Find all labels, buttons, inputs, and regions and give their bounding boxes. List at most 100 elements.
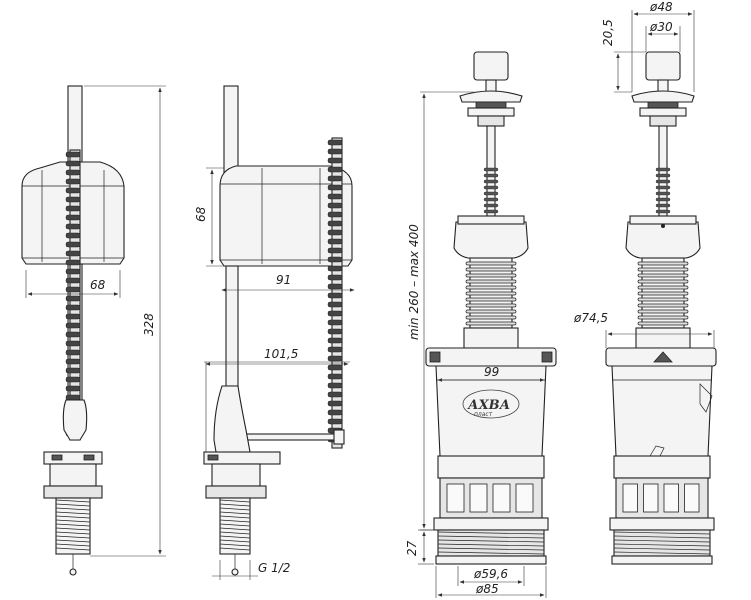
- thread-line: [219, 511, 251, 515]
- spring-coil: [483, 203, 499, 208]
- inlet-thread-label: G 1/2: [258, 561, 290, 575]
- chain-link: [65, 223, 81, 230]
- chain-link: [65, 286, 81, 293]
- chain-link: [65, 196, 81, 203]
- overall-height-label: 328: [142, 313, 156, 336]
- chain-link: [65, 304, 81, 311]
- thread-line: [219, 507, 251, 511]
- chain-link: [65, 268, 81, 275]
- thread-line: [613, 551, 711, 555]
- bellows-ring: [637, 279, 689, 284]
- chain-link: [65, 259, 81, 266]
- spring-coil: [655, 173, 671, 178]
- thread-line: [437, 543, 545, 547]
- flush-valve-side-view: ø48 ø30 20,5 ø74,5: [573, 0, 717, 565]
- outlet-length-label: 101,5: [264, 347, 298, 361]
- thread-line: [219, 535, 251, 539]
- spring-coil: [655, 209, 671, 214]
- spring-coil: [483, 209, 499, 214]
- thread-line: [613, 531, 711, 535]
- chain-link: [327, 355, 343, 362]
- thread-line: [55, 535, 91, 539]
- bellows-ring: [465, 267, 517, 272]
- chain-link: [65, 367, 81, 374]
- thread-line: [437, 551, 545, 555]
- thread-line: [219, 547, 251, 551]
- spring-coil: [483, 191, 499, 196]
- outlet-slot: [515, 483, 534, 513]
- chain-link: [327, 247, 343, 254]
- float-height-label: 68: [194, 206, 208, 222]
- thread-line: [55, 547, 91, 551]
- chain-link: [327, 211, 343, 218]
- button-outer-dia-label: ø48: [649, 0, 673, 14]
- chain-link: [327, 283, 343, 290]
- chain-link: [327, 175, 343, 182]
- chain-link: [327, 148, 343, 155]
- bellows-ring: [465, 321, 517, 326]
- arm-length-label: 91: [276, 273, 291, 287]
- thread-line: [219, 515, 251, 519]
- thread-line: [55, 527, 91, 531]
- thread-line: [55, 543, 91, 547]
- chain-link: [65, 250, 81, 257]
- thread-line: [219, 527, 251, 531]
- bellows-ring: [637, 297, 689, 302]
- chain-link: [327, 274, 343, 281]
- chain-link: [65, 205, 81, 212]
- bellows-ring: [637, 315, 689, 320]
- chain-link: [65, 385, 81, 392]
- thread-line: [613, 539, 711, 543]
- chain-link: [65, 169, 81, 176]
- chain-link: [327, 265, 343, 272]
- chain-link: [65, 295, 81, 302]
- thread-line: [219, 543, 251, 547]
- spring-coil: [655, 179, 671, 184]
- chain-link: [327, 238, 343, 245]
- outlet-slot: [643, 483, 659, 513]
- thread-line: [55, 511, 91, 515]
- thread-line: [55, 507, 91, 511]
- chain-link: [327, 409, 343, 416]
- chain-link: [327, 229, 343, 236]
- chain-link: [65, 313, 81, 320]
- bellows-ring: [465, 261, 517, 266]
- spring-coil: [655, 185, 671, 190]
- spring-coil: [483, 179, 499, 184]
- adjust-range-label: min 260 – max 400: [407, 224, 421, 340]
- chain-link: [327, 400, 343, 407]
- chain-link: [327, 364, 343, 371]
- thread-line: [219, 531, 251, 535]
- chain-link: [327, 193, 343, 200]
- thread-line: [219, 519, 251, 523]
- bellows-ring: [465, 279, 517, 284]
- chain-link: [327, 301, 343, 308]
- bellows-ring: [465, 285, 517, 290]
- chain-link: [65, 178, 81, 185]
- chain-link: [65, 358, 81, 365]
- spring-coil: [483, 197, 499, 202]
- chain-link: [65, 214, 81, 221]
- thread-line: [219, 539, 251, 543]
- outlet-slot: [492, 483, 511, 513]
- outlet-slot: [469, 483, 488, 513]
- bellows-ring: [637, 303, 689, 308]
- fill-valve-side-view: 68 91 101,5 G 1/2: [194, 85, 355, 580]
- thread-line: [613, 535, 711, 539]
- thread-outer-dia-label: ø85: [475, 582, 499, 596]
- float-width-label: 68: [90, 278, 106, 292]
- bellows-ring: [637, 291, 689, 296]
- fill-valve-front-view: 68 328: [21, 85, 166, 576]
- chain-link: [65, 277, 81, 284]
- bellows-ring: [637, 273, 689, 278]
- thread-line: [55, 499, 91, 503]
- spring-coil: [655, 203, 671, 208]
- bellows-ring: [637, 321, 689, 326]
- bellows-ring: [465, 315, 517, 320]
- chain-link: [327, 157, 343, 164]
- spring-coil: [655, 167, 671, 172]
- thread-line: [437, 531, 545, 535]
- chain-link: [327, 346, 343, 353]
- brand-logo-text: АХВА: [467, 398, 510, 413]
- brand-logo-subtext: пласт: [474, 411, 493, 418]
